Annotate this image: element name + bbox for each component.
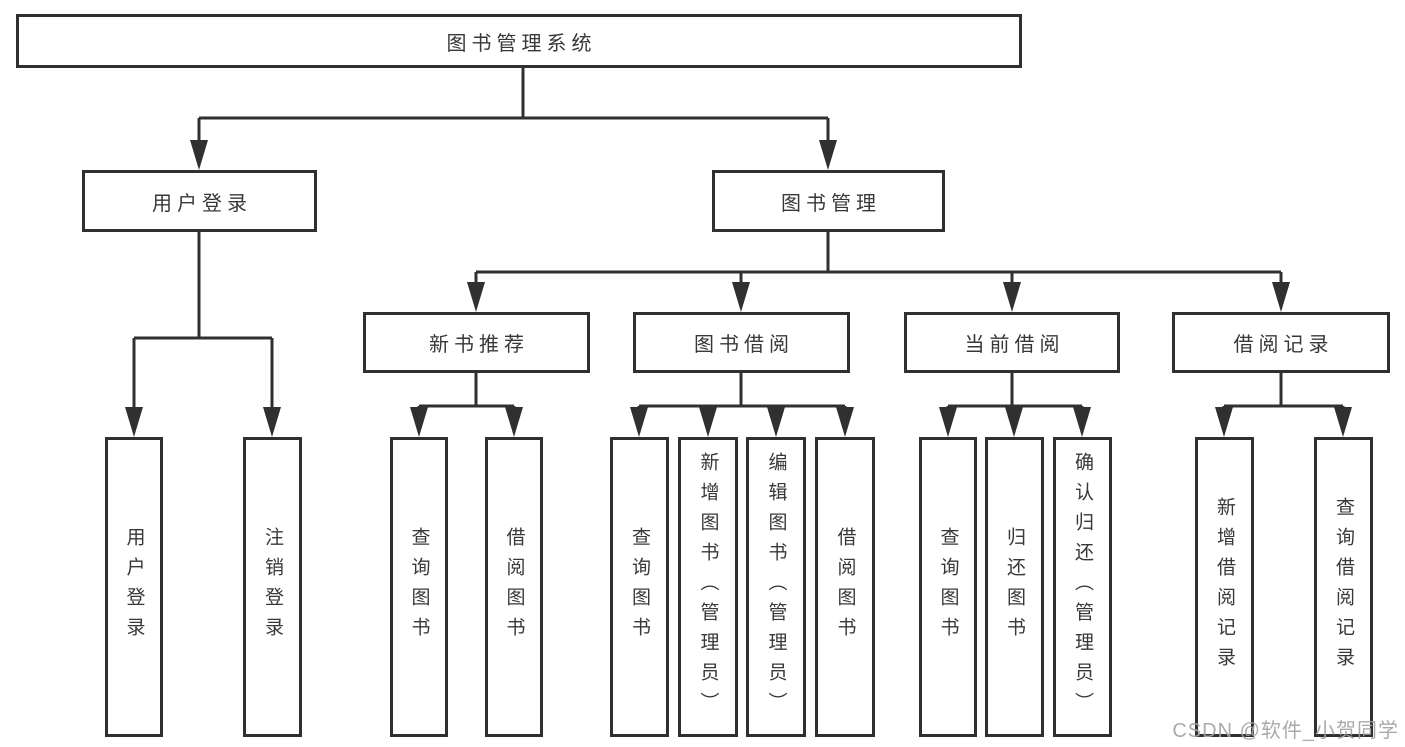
leaf-confirm-return-admin: 确认归还（管理员） bbox=[1053, 437, 1112, 737]
connector-user-login-branch bbox=[132, 232, 274, 411]
node-borrowing-records: 借阅记录 bbox=[1172, 312, 1390, 373]
leaf-return-book-label: 归还图书 bbox=[1004, 527, 1025, 647]
connector-book-management-branch bbox=[474, 232, 1283, 286]
node-book-management-label: 图书管理 bbox=[781, 192, 881, 215]
node-current-borrowing-label: 当前借阅 bbox=[964, 334, 1065, 356]
leaf-add-borrow-record: 新增借阅记录 bbox=[1195, 437, 1254, 737]
leaf-query-borrow-record-label: 查询借阅记录 bbox=[1333, 497, 1354, 677]
node-borrowing-records-label: 借阅记录 bbox=[1233, 334, 1334, 356]
leaf-query-books-recommend-label: 查询图书 bbox=[408, 527, 430, 647]
leaf-query-books-current-label: 查询图书 bbox=[937, 527, 959, 647]
csdn-watermark: CSDN @软件_小贺同学 bbox=[1172, 720, 1399, 742]
node-user-login-label: 用户登录 bbox=[152, 192, 252, 215]
node-new-book-recommendation-label: 新书推荐 bbox=[429, 334, 529, 356]
node-book-borrowing: 图书借阅 bbox=[633, 312, 850, 373]
leaf-edit-book-admin-label: 编辑图书（管理员） bbox=[765, 452, 787, 722]
leaf-user-login-label: 用户登录 bbox=[123, 527, 145, 647]
leaf-add-book-admin-label: 新增图书（管理员） bbox=[697, 452, 719, 722]
node-user-login: 用户登录 bbox=[82, 170, 317, 232]
node-book-borrowing-label: 图书借阅 bbox=[694, 334, 794, 356]
node-book-management: 图书管理 bbox=[712, 170, 945, 232]
arrowhead-icons bbox=[125, 140, 1352, 437]
leaf-query-books-current: 查询图书 bbox=[919, 437, 977, 737]
leaf-borrow-books-borrowing-label: 借阅图书 bbox=[834, 527, 856, 647]
leaf-borrow-books-recommend: 借阅图书 bbox=[485, 437, 543, 737]
leaf-borrow-books-borrowing: 借阅图书 bbox=[815, 437, 875, 737]
leaf-query-books-recommend: 查询图书 bbox=[390, 437, 448, 737]
connector-book-borrow-branch bbox=[637, 373, 847, 411]
node-new-book-recommendation: 新书推荐 bbox=[363, 312, 590, 373]
connector-borrow-records-branch bbox=[1222, 373, 1345, 411]
leaf-user-login: 用户登录 bbox=[105, 437, 163, 737]
leaf-query-borrow-record: 查询借阅记录 bbox=[1314, 437, 1373, 737]
node-root-label: 图书管理系统 bbox=[446, 32, 597, 55]
node-root: 图书管理系统 bbox=[16, 14, 1022, 68]
leaf-query-books-borrowing: 查询图书 bbox=[610, 437, 669, 737]
leaf-logout-label: 注销登录 bbox=[262, 527, 283, 647]
leaf-borrow-books-recommend-label: 借阅图书 bbox=[503, 527, 525, 647]
leaf-add-borrow-record-label: 新增借阅记录 bbox=[1214, 497, 1235, 677]
leaf-confirm-return-admin-label: 确认归还（管理员） bbox=[1072, 452, 1093, 722]
node-current-borrowing: 当前借阅 bbox=[904, 312, 1120, 373]
connector-current-borrow-branch bbox=[946, 373, 1084, 411]
leaf-edit-book-admin: 编辑图书（管理员） bbox=[746, 437, 806, 737]
connector-root-to-level2 bbox=[197, 68, 830, 144]
leaf-logout: 注销登录 bbox=[243, 437, 302, 737]
leaf-query-books-borrowing-label: 查询图书 bbox=[629, 527, 650, 647]
leaf-return-book: 归还图书 bbox=[985, 437, 1044, 737]
connector-new-book-branch bbox=[417, 373, 516, 411]
leaf-add-book-admin: 新增图书（管理员） bbox=[678, 437, 738, 737]
